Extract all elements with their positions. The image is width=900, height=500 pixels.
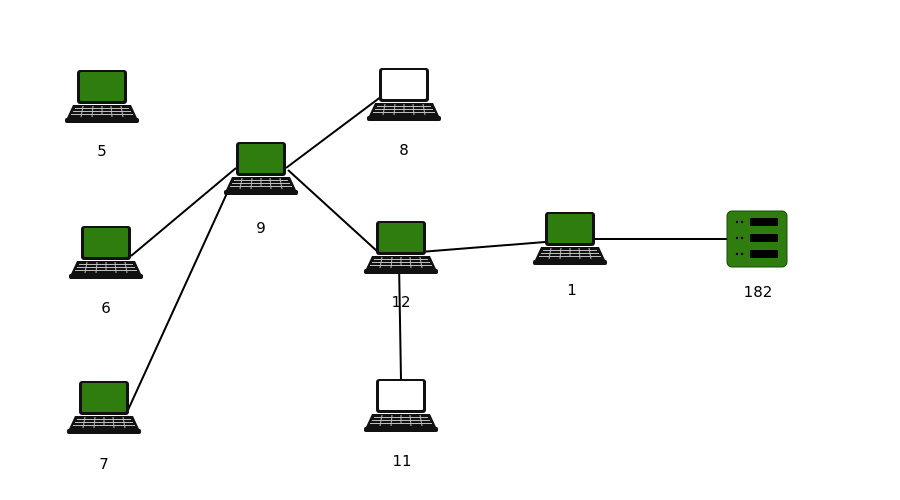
device-node-11[interactable]: [356, 377, 446, 467]
device-node-7[interactable]: [59, 379, 149, 469]
link-9-8[interactable]: [285, 95, 383, 169]
device-label-12: 12: [391, 293, 411, 311]
link-9-7[interactable]: [127, 179, 234, 411]
device-node-8[interactable]: [359, 66, 449, 156]
device-label-9: 9: [256, 219, 266, 237]
device-label-5: 5: [97, 142, 107, 160]
device-label-11: 11: [392, 452, 412, 470]
device-node-1[interactable]: [525, 210, 615, 300]
laptop-icon: [61, 224, 151, 282]
device-node-5[interactable]: [57, 68, 147, 158]
device-label-7: 7: [99, 455, 109, 473]
link-9-6[interactable]: [130, 167, 237, 257]
laptop-icon: [216, 140, 306, 198]
link-12-1[interactable]: [419, 241, 546, 253]
link-9-12[interactable]: [287, 169, 379, 253]
device-node-9[interactable]: [216, 140, 306, 230]
laptop-icon: [59, 379, 149, 437]
link-12-11[interactable]: [398, 261, 402, 381]
device-label-1: 1: [567, 281, 577, 299]
device-label-182: 182: [743, 283, 773, 301]
laptop-icon: [57, 68, 147, 126]
laptop-icon: [356, 377, 446, 435]
laptop-icon: [359, 66, 449, 124]
device-label-6: 6: [101, 299, 111, 317]
laptop-icon: [356, 219, 446, 277]
device-node-6[interactable]: [61, 224, 151, 314]
device-node-12[interactable]: [356, 219, 446, 309]
server-icon: [712, 210, 802, 268]
server-node-182[interactable]: [712, 210, 802, 300]
laptop-icon: [525, 210, 615, 268]
device-label-8: 8: [399, 141, 409, 159]
